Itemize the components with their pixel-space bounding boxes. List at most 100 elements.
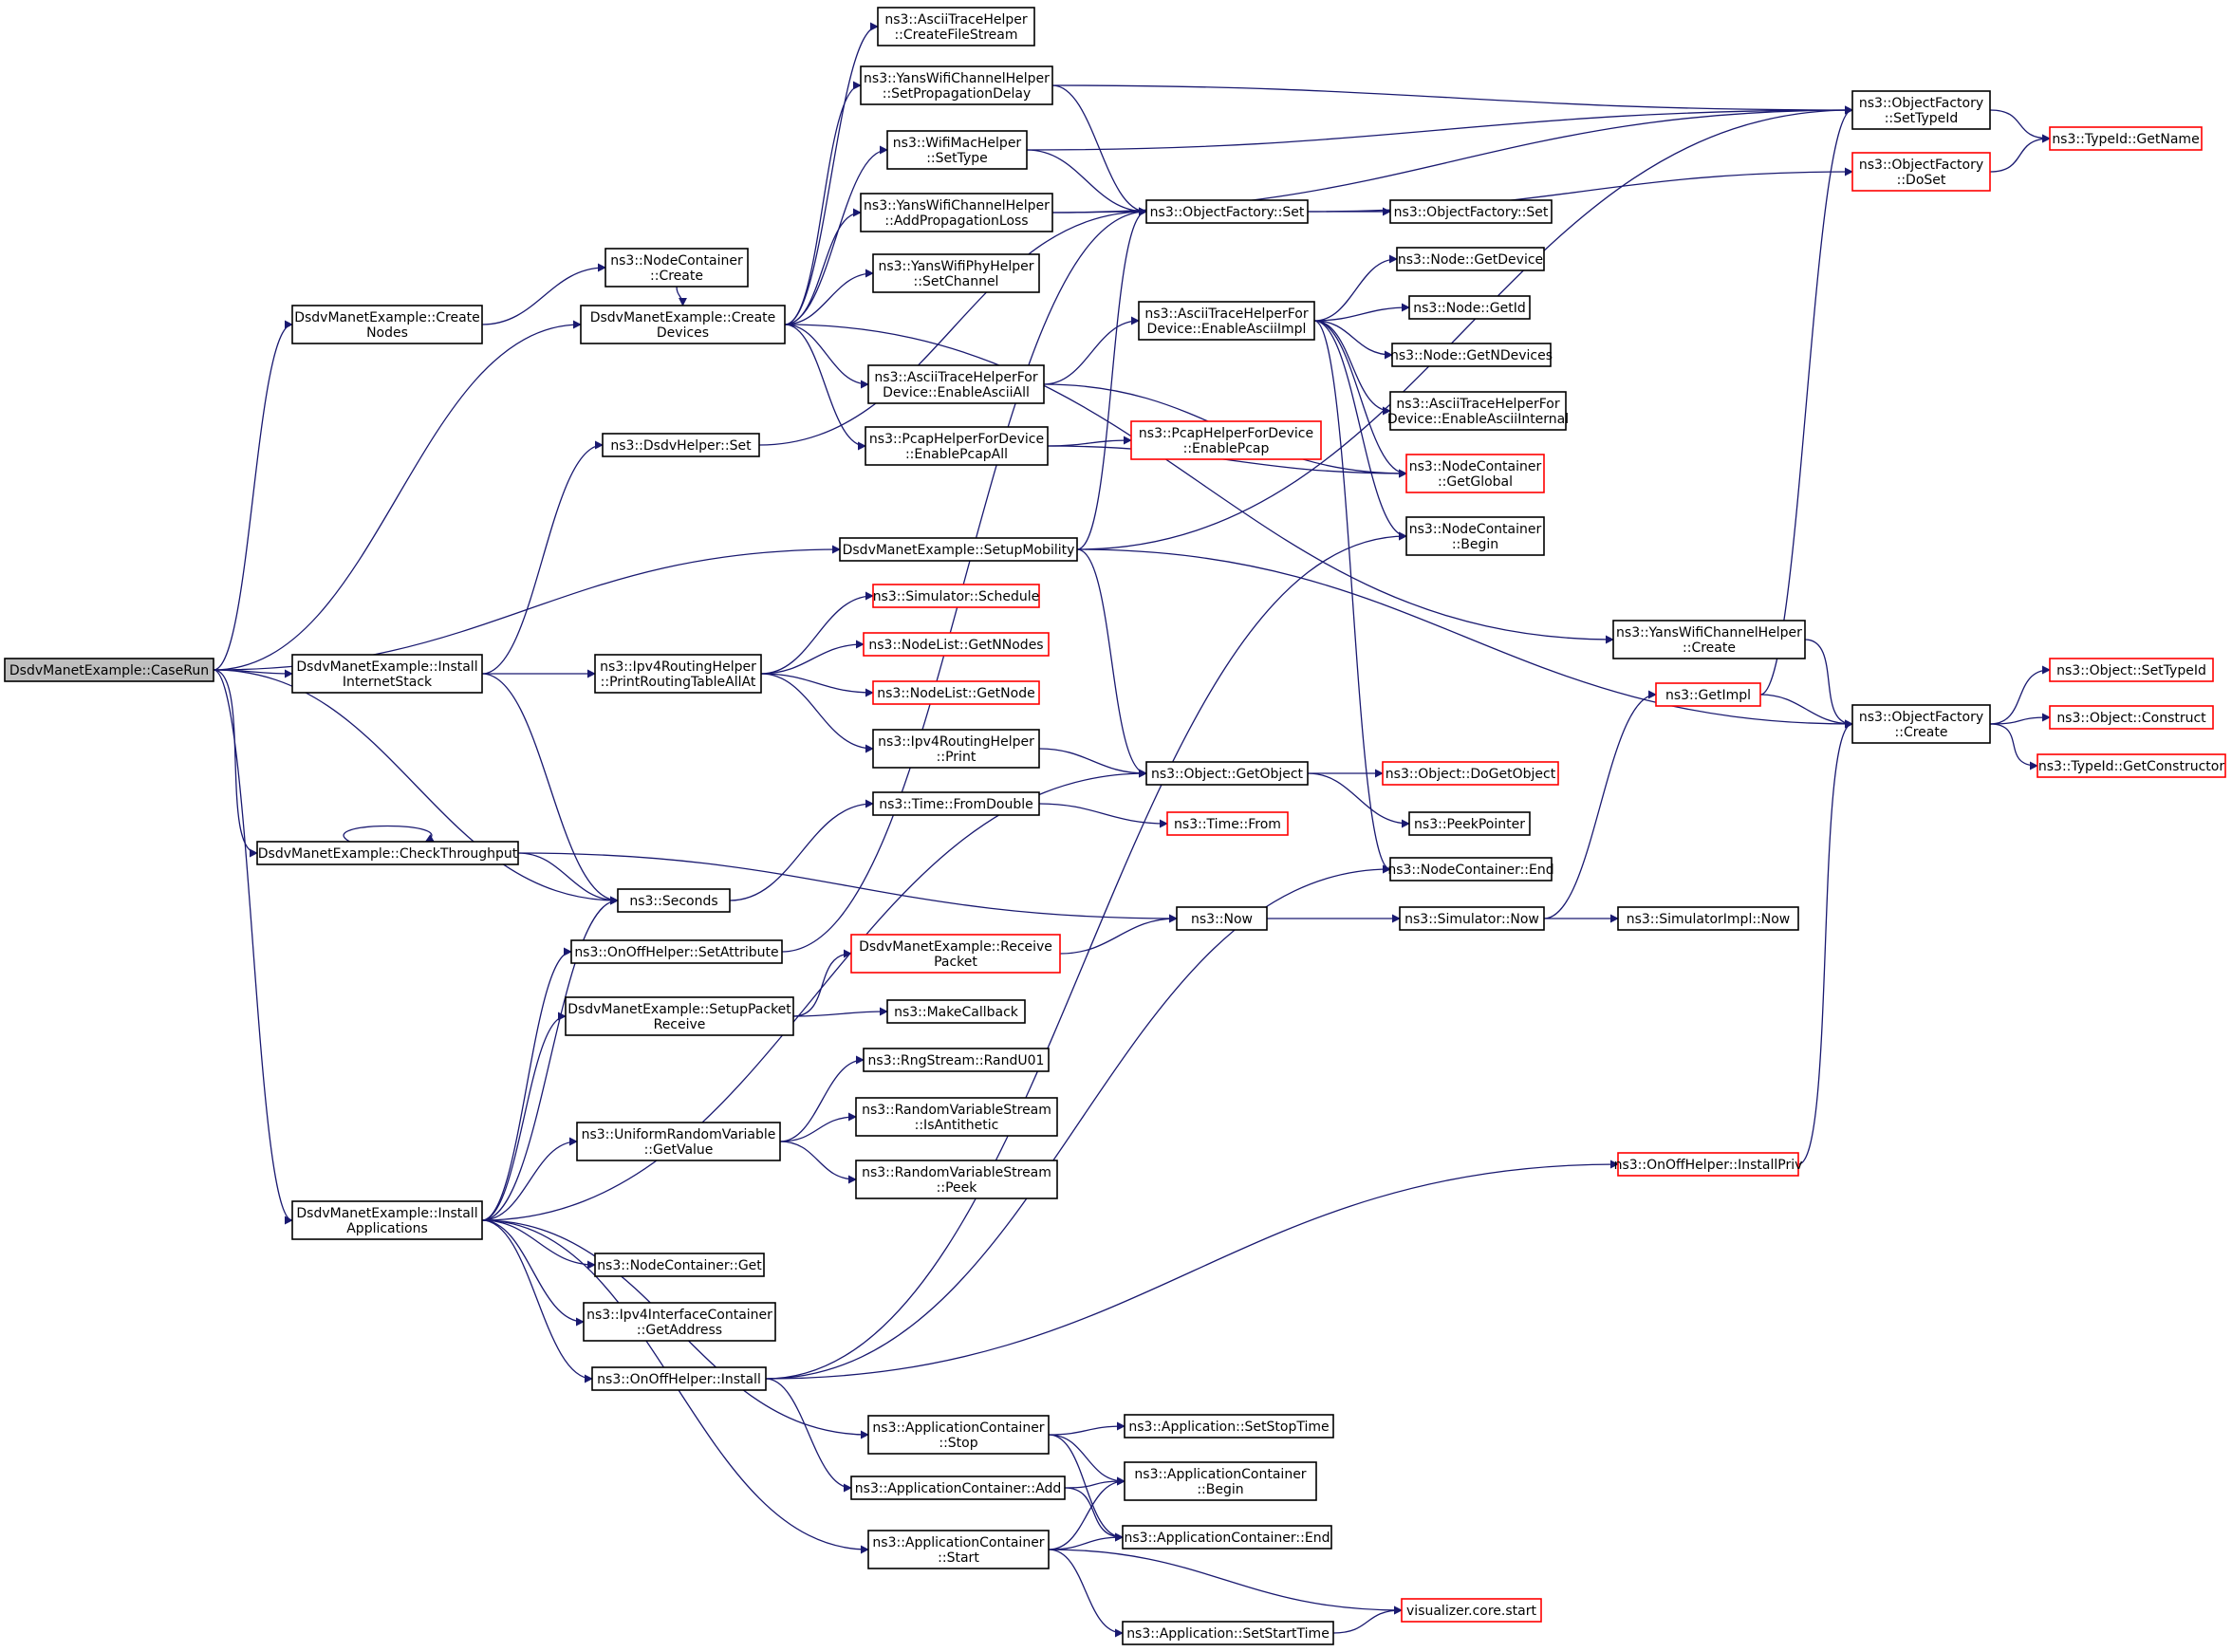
node-box	[1405, 516, 1545, 556]
edge-setupmobility-to-objectfactory_create	[1076, 548, 1853, 729]
node-app_setstoptime[interactable]: ns3::Application::SetStopTime	[1124, 1414, 1334, 1439]
node-objectfactory_set[interactable]: ns3::ObjectFactory::Set	[1145, 199, 1309, 224]
node-onoff_install[interactable]: ns3::OnOffHelper::Install	[591, 1366, 767, 1391]
node-ascii_createfilestream[interactable]: ns3::AsciiTraceHelper::CreateFileStream	[877, 7, 1035, 46]
node-time_fromdouble[interactable]: ns3::Time::FromDouble	[872, 791, 1040, 816]
node-caserun[interactable]: DsdvManetExample::CaseRun	[4, 658, 214, 682]
node-sim_schedule[interactable]: ns3::Simulator::Schedule	[872, 584, 1040, 608]
node-label: ns3::RngStream::RandU01	[868, 1053, 1045, 1068]
node-onoff_installpriv[interactable]: ns3::OnOffHelper::InstallPriv	[1614, 1152, 1803, 1177]
node-appcontainer_end[interactable]: ns3::ApplicationContainer::End	[1122, 1525, 1332, 1550]
node-onoff_setattr[interactable]: ns3::OnOffHelper::SetAttribute	[570, 939, 783, 964]
node-rng_randu01[interactable]: ns3::RngStream::RandU01	[863, 1048, 1050, 1072]
node-app_setstarttime[interactable]: ns3::Application::SetStartTime	[1122, 1621, 1334, 1645]
node-ipv4routing_print[interactable]: ns3::Ipv4RoutingHelper::Print	[872, 729, 1040, 769]
node-box	[604, 248, 749, 288]
node-pcap_enablepcapall[interactable]: ns3::PcapHelperForDevice::EnablePcapAll	[865, 426, 1049, 466]
edge-installapps-to-ipv4if_getaddress	[481, 1219, 585, 1327]
node-node_getndevices[interactable]: ns3::Node::GetNDevices	[1390, 343, 1553, 367]
node-nodecontainer_getglobal[interactable]: ns3::NodeContainer::GetGlobal	[1405, 454, 1545, 493]
edge-onoff_install-to-onoff_installpriv	[765, 1160, 1619, 1380]
node-label: ns3::Seconds	[629, 894, 717, 909]
node-ipv4routing_printall[interactable]: ns3::Ipv4RoutingHelper::PrintRoutingTabl…	[594, 654, 762, 694]
node-object_getobject[interactable]: ns3::Object::GetObject	[1145, 761, 1309, 786]
edge-simulator_now-to-getimpl	[1543, 690, 1657, 919]
node-visualizer_start[interactable]: visualizer.core.start	[1401, 1598, 1542, 1623]
node-ascii_enableasciiall[interactable]: ns3::AsciiTraceHelperForDevice::EnableAs…	[867, 364, 1045, 404]
node-rvs_peek[interactable]: ns3::RandomVariableStream::Peek	[855, 1160, 1058, 1199]
node-label: ns3::Object::DoGetObject	[1386, 767, 1556, 782]
node-nodecontainer_get[interactable]: ns3::NodeContainer::Get	[594, 1253, 765, 1277]
node-nodecontainer_create[interactable]: ns3::NodeContainer::Create	[604, 248, 749, 288]
node-yanswifichannel_setprop[interactable]: ns3::YansWifiChannelHelper::SetPropagati…	[860, 65, 1053, 105]
edge-ascii_enableasciiimpl-to-node_getdevice	[1313, 254, 1398, 322]
node-rvs_isantithetic[interactable]: ns3::RandomVariableStream::IsAntithetic	[855, 1097, 1058, 1137]
node-ascii_enableasciiimpl[interactable]: ns3::AsciiTraceHelperForDevice::EnableAs…	[1138, 301, 1315, 341]
edge-receive_packet-to-now	[1059, 914, 1178, 955]
node-nodecontainer_end[interactable]: ns3::NodeContainer::End	[1387, 857, 1554, 882]
edge-caserun-to-installapps	[213, 669, 293, 1225]
node-node_getdevice[interactable]: ns3::Node::GetDevice	[1396, 247, 1545, 271]
node-object_dogetobject[interactable]: ns3::Object::DoGetObject	[1382, 761, 1559, 786]
node-object_settypeid[interactable]: ns3::Object::SetTypeId	[2049, 658, 2214, 682]
node-checkthroughput[interactable]: DsdvManetExample::CheckThroughput	[256, 841, 519, 865]
node-label: ::SetPropagationDelay	[883, 86, 1032, 102]
node-label: ::Create	[1895, 725, 1948, 740]
node-ascii_enableasciiinternal[interactable]: ns3::AsciiTraceHelperForDevice::EnableAs…	[1387, 391, 1569, 431]
node-getimpl[interactable]: ns3::GetImpl	[1655, 682, 1761, 707]
node-label: ::Print	[937, 750, 976, 765]
node-nodecontainer_begin[interactable]: ns3::NodeContainer::Begin	[1405, 516, 1545, 556]
node-now[interactable]: ns3::Now	[1176, 906, 1268, 931]
node-ipv4if_getaddress[interactable]: ns3::Ipv4InterfaceContainer::GetAddress	[583, 1302, 776, 1342]
node-appcontainer_begin[interactable]: ns3::ApplicationContainer::Begin	[1124, 1461, 1317, 1501]
node-box	[1617, 1152, 1799, 1177]
node-time_from[interactable]: ns3::Time::From	[1166, 811, 1289, 836]
node-setupmobility[interactable]: DsdvManetExample::SetupMobility	[839, 537, 1078, 562]
node-label: ns3::NodeContainer::End	[1387, 863, 1553, 878]
node-yanswifiphy_setchannel[interactable]: ns3::YansWifiPhyHelper::SetChannel	[872, 253, 1040, 293]
edge-wifimac_settype-to-objectfactory_set	[1026, 149, 1147, 216]
node-label: ns3::NodeList::GetNode	[877, 686, 1034, 701]
node-objectfactory_set2[interactable]: ns3::ObjectFactory::Set	[1389, 199, 1553, 224]
node-yanswifichannel_addloss[interactable]: ns3::YansWifiChannelHelper::AddPropagati…	[860, 193, 1053, 232]
node-pcap_enablepcap[interactable]: ns3::PcapHelperForDevice::EnablePcap	[1130, 420, 1322, 460]
node-box	[1138, 301, 1315, 341]
node-peekpointer[interactable]: ns3::PeekPointer	[1408, 811, 1531, 836]
node-nodelist_getnnodes[interactable]: ns3::NodeList::GetNNodes	[863, 632, 1050, 657]
node-yanswifichannel_create[interactable]: ns3::YansWifiChannelHelper::Create	[1612, 620, 1806, 659]
edge-setupmobility-to-objectfactory_settypeid	[1076, 105, 1853, 550]
node-objectfactory_doset[interactable]: ns3::ObjectFactory::DoSet	[1851, 152, 1991, 192]
node-label: ns3::TypeId::GetName	[2052, 132, 2199, 147]
node-appcontainer_start[interactable]: ns3::ApplicationContainer::Start	[867, 1530, 1050, 1569]
node-wifimac_settype[interactable]: ns3::WifiMacHelper::SetType	[886, 130, 1028, 170]
node-label: ns3::MakeCallback	[894, 1005, 1019, 1020]
node-appcontainer_stop[interactable]: ns3::ApplicationContainer::Stop	[867, 1415, 1050, 1455]
node-label: ns3::UniformRandomVariable	[582, 1127, 776, 1142]
node-label: ns3::NodeContainer	[1409, 522, 1542, 537]
node-typeid_getconstructor[interactable]: ns3::TypeId::GetConstructor	[2037, 753, 2226, 778]
node-dsdvhelper_set[interactable]: ns3::DsdvHelper::Set	[602, 433, 760, 457]
node-object_construct[interactable]: ns3::Object::Construct	[2049, 705, 2214, 730]
node-box	[867, 364, 1045, 404]
node-makecallback[interactable]: ns3::MakeCallback	[886, 999, 1026, 1024]
node-seconds[interactable]: ns3::Seconds	[617, 888, 731, 913]
node-nodelist_getnode[interactable]: ns3::NodeList::GetNode	[872, 680, 1040, 705]
node-typeid_getname[interactable]: ns3::TypeId::GetName	[2049, 126, 2203, 151]
node-label: ns3::ObjectFactory::Set	[1394, 205, 1549, 220]
node-simulatorimpl_now[interactable]: ns3::SimulatorImpl::Now	[1617, 906, 1799, 931]
node-simulator_now[interactable]: ns3::Simulator::Now	[1399, 906, 1545, 931]
node-label: ns3::PeekPointer	[1414, 817, 1525, 832]
node-objectfactory_settypeid[interactable]: ns3::ObjectFactory::SetTypeId	[1851, 90, 1991, 130]
node-appcontainer_add[interactable]: ns3::ApplicationContainer::Add	[850, 1476, 1066, 1500]
edge-createdevices-to-wifimac_settype	[784, 145, 888, 325]
node-objectfactory_create[interactable]: ns3::ObjectFactory::Create	[1851, 704, 1991, 744]
edge-installapps-to-onoff_setattr	[481, 947, 572, 1221]
node-uniform_getvalue[interactable]: ns3::UniformRandomVariable::GetValue	[576, 1122, 781, 1161]
node-node_getid[interactable]: ns3::Node::GetId	[1408, 295, 1531, 320]
